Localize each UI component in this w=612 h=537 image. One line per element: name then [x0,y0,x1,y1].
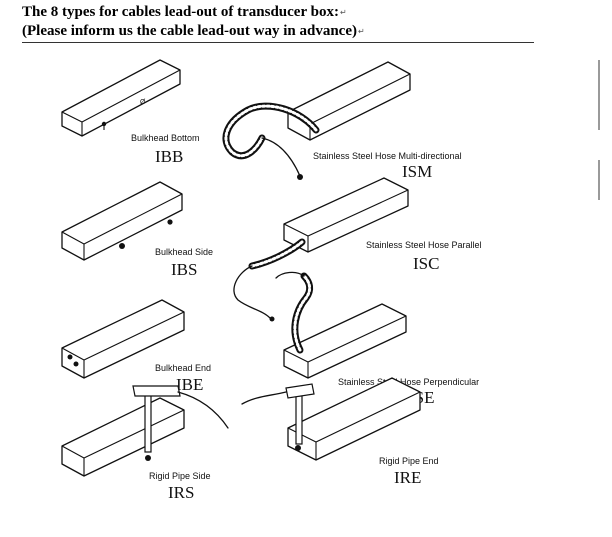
bulkhead-port-icon [119,243,125,249]
irs-drawing [61,385,229,477]
header-subtitle: (Please inform us the cable lead-out way… [22,23,365,40]
rigid-pipe [295,395,303,445]
ibs-drawing [61,181,183,261]
ibb-drawing: Ø [61,59,181,137]
transducer-box [283,303,407,379]
bulkhead-port-icon [73,361,79,367]
scan-edge-mark [598,60,600,130]
header-divider [22,42,534,43]
label-ibb-name: Bulkhead Bottom [131,133,200,143]
label-ibe-name: Bulkhead End [155,363,211,373]
label-isc-code: ISC [413,254,439,273]
dimension-mark: Ø [140,99,146,106]
scan-edge-mark [598,160,600,200]
isc-drawing [233,177,409,322]
cable [261,137,301,177]
label-ibe-code: IBE [176,375,203,394]
pipe-bracket [132,385,181,397]
label-ise-name: Stainless Steel Hose Perpendicular [338,377,479,387]
header-title-text: The 8 types for cables lead-out of trans… [22,4,339,20]
return-mark-icon: ↵ [357,27,365,36]
steel-hose [248,238,306,270]
label-ibs-code: IBS [171,260,197,279]
return-mark-icon: ↵ [339,8,347,17]
label-ire-name: Rigid Pipe End [379,456,439,466]
rigid-pipe [144,393,152,453]
transducer-box [61,397,185,477]
cable [177,391,229,429]
ibe-drawing [61,299,185,379]
label-irs-name: Rigid Pipe Side [149,471,211,481]
header-title: The 8 types for cables lead-out of trans… [22,4,347,21]
cable [233,265,271,319]
pipe-bracket [285,383,315,399]
label-ism-name: Stainless Steel Hose Multi-directional [313,151,462,161]
label-ire-code: IRE [394,468,421,487]
label-ibs-name: Bulkhead Side [155,247,213,257]
label-ism-code: ISM [402,162,432,181]
label-irs-code: IRS [168,483,194,502]
transducer-box [283,177,409,253]
transducer-box [61,299,185,379]
ire-drawing [241,377,421,461]
ise-drawing [275,271,407,379]
cable [275,271,305,279]
bulkhead-port-icon [67,354,73,360]
cable [241,391,287,405]
transducer-box [61,59,181,137]
bulkhead-port-icon [167,219,173,225]
ism-drawing [222,61,411,180]
label-ibb-code: IBB [155,147,183,166]
label-isc-name: Stainless Steel Hose Parallel [366,240,482,250]
transducer-box [287,61,411,141]
header-subtitle-text: (Please inform us the cable lead-out way… [22,23,357,39]
